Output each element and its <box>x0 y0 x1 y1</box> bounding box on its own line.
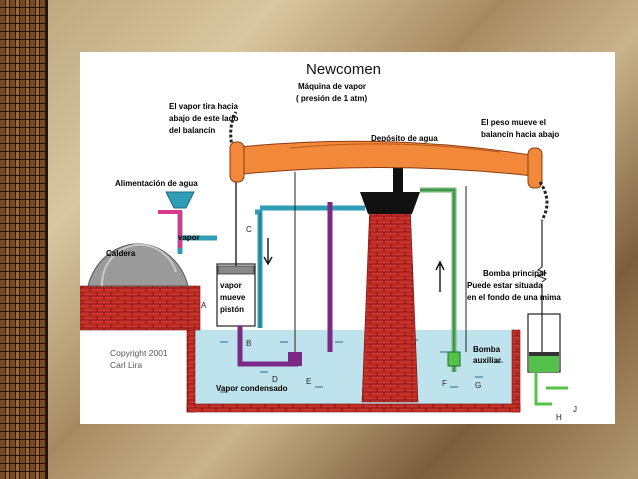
letter-d: D <box>272 375 278 384</box>
condensate-valve <box>288 352 302 366</box>
label-mueve-3: pistón <box>220 305 244 314</box>
subtitle-line-2: ( presión de 1 atm) <box>296 94 367 103</box>
letter-h: H <box>556 413 562 422</box>
aux-pump-body <box>447 351 461 367</box>
down-arrow <box>263 238 273 266</box>
feed-pipe <box>158 210 182 248</box>
main-pump-water <box>529 352 559 372</box>
steam-pipe-deposit <box>255 205 365 328</box>
diagram-title: Newcomen <box>306 61 381 78</box>
aux-pump-pipe-edge <box>420 189 455 372</box>
label-vapor: vapor <box>178 233 200 242</box>
brick-pillar <box>361 201 419 403</box>
main-pump-pipe <box>534 372 568 406</box>
walking-beam <box>239 140 537 177</box>
newcomen-engine-diagram: Newcomen Máquina de vapor ( presión de 1… <box>79 61 577 422</box>
label-mueve-2: mueve <box>220 293 246 302</box>
label-peso-1: El peso mueve el <box>481 118 546 127</box>
label-alimentacion: Alimentación de agua <box>115 179 198 188</box>
label-vapor-tira-3: del balancín <box>169 126 215 135</box>
water-tank <box>187 330 520 412</box>
main-pump-piston <box>529 352 559 356</box>
pivot-block <box>360 192 420 214</box>
label-bomba-aux-1: Bomba <box>473 345 501 354</box>
tank-left-wall <box>186 329 196 413</box>
label-bomba-principal-3: en el fondo de una mima <box>467 293 561 302</box>
pump-spring <box>536 266 548 283</box>
letter-f: F <box>442 379 447 388</box>
letter-c: C <box>246 225 252 234</box>
copyright-line-2: Carl Lira <box>110 360 142 370</box>
left-chain <box>229 111 238 163</box>
label-bomba-principal-2: Puede estar situada <box>467 281 543 290</box>
water-deposit <box>393 160 403 192</box>
letter-e: E <box>306 377 311 386</box>
label-bomba-principal-1: Bomba principal <box>483 269 546 278</box>
slide-panel: Newcomen Máquina de vapor ( presión de 1… <box>79 52 615 424</box>
label-vapor-tira-1: El vapor tira hacia <box>169 102 238 111</box>
label-bomba-aux-2: auxiliar <box>473 356 501 365</box>
letter-b: B <box>246 339 251 348</box>
label-vapor-tira-2: abajo de este lado <box>169 114 238 123</box>
label-deposito: Depósito de agua <box>371 134 438 143</box>
beam-grain <box>289 143 501 153</box>
tank-floor <box>186 403 521 413</box>
beam-end-right <box>527 147 543 189</box>
beam-end-left <box>229 141 245 183</box>
subtitle-line-1: Máquina de vapor <box>298 82 366 91</box>
right-chain <box>538 181 549 221</box>
feed-funnel <box>165 191 195 209</box>
tank-right-wall <box>511 329 521 413</box>
label-caldera: Caldera <box>106 249 136 258</box>
letter-g: G <box>475 381 481 390</box>
label-vapor-condensado: Vapor condensado <box>216 384 288 393</box>
copyright-line-1: Copyright 2001 <box>110 348 168 358</box>
boiler-furnace <box>79 285 201 331</box>
label-peso-2: balancín hacia abajo <box>481 130 559 139</box>
piston <box>217 265 255 275</box>
letter-a: A <box>201 301 207 310</box>
boiler-highlight <box>100 243 177 287</box>
letter-j: J <box>573 405 577 414</box>
decorative-brick-sidebar <box>0 0 48 479</box>
up-arrow <box>435 260 445 292</box>
label-mueve-1: vapor <box>220 281 242 290</box>
